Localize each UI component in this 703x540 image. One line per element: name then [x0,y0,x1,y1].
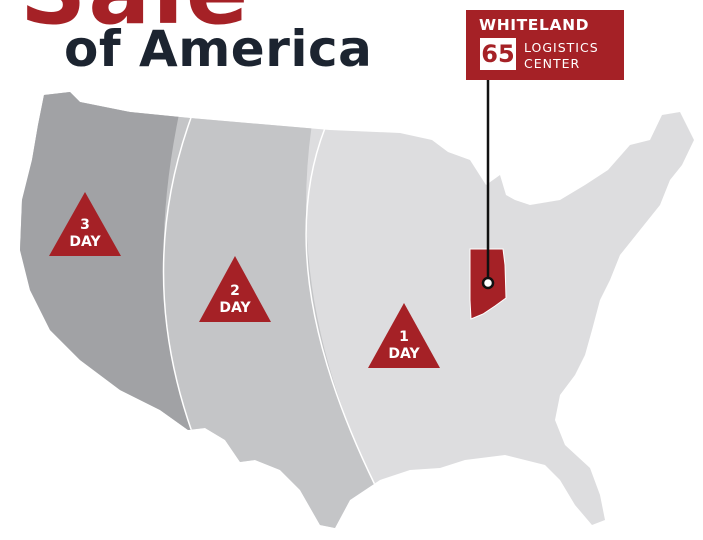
zone-unit: DAY [388,346,420,362]
location-marker-icon [481,276,495,290]
zone-number: 2 [230,283,240,299]
callout-line-1: LOGISTICS [524,40,599,55]
warning-triangle-icon [49,192,121,256]
logistics-center-callout: WHITELAND 65 LOGISTICS CENTER [466,10,624,80]
zone-2-day-marker: 2 DAY [199,256,271,322]
callout-name: WHITELAND [479,16,590,34]
zone-boundary [305,127,376,486]
zone-unit: DAY [69,234,101,250]
callout-line-2: CENTER [524,56,581,71]
route-shield-icon: 65 [480,38,516,70]
zone-unit: DAY [219,300,251,316]
zone-3-day-region [20,92,192,528]
zone-boundary [162,114,193,433]
title-top: Sale [20,0,250,45]
us-outline [20,92,694,528]
zone-3-day-marker: 3 DAY [49,192,121,256]
zone-1-day-marker: 1 DAY [368,303,440,368]
warning-triangle-icon [368,303,440,368]
zone-number: 3 [80,217,90,233]
warning-triangle-icon [199,256,271,322]
zone-number: 1 [399,329,409,345]
page-title: of America [64,20,373,78]
